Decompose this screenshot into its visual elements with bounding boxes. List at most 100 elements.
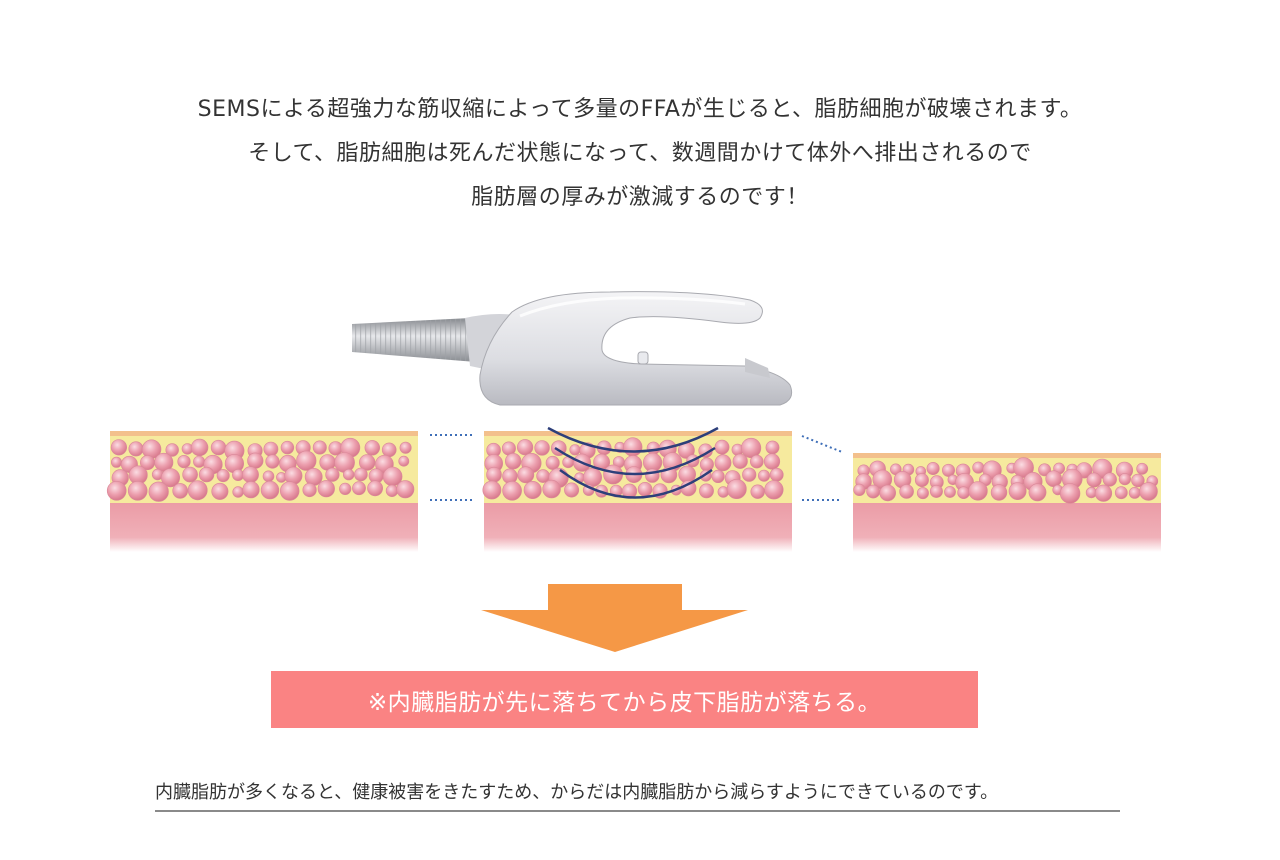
fat-cell [623, 437, 643, 457]
fat-cell [263, 441, 279, 457]
fat-cell [302, 482, 317, 498]
visceral-fat-note-label: ※内臓脂肪が先に落ちてから皮下脂肪が落ちる。 [367, 689, 882, 716]
fat-cell [714, 439, 730, 455]
fat-cell [177, 455, 191, 469]
fat-cell [941, 463, 955, 477]
fat-cell [172, 483, 188, 499]
fat-cell [354, 467, 368, 482]
fat-cell [381, 442, 397, 458]
fat-cell [210, 439, 227, 456]
fat-cell [536, 469, 550, 483]
fat-cell [398, 455, 410, 467]
fat-panel-sems [482, 431, 792, 552]
fat-cell [637, 481, 653, 497]
intro-line-1: SEMSによる超強力な筋収縮によって多量のFFAが生じると、脂肪細胞が破壊されま… [197, 97, 1083, 122]
fat-cell [161, 468, 181, 488]
fat-cell [1094, 484, 1113, 502]
fat-cell [111, 456, 123, 468]
fat-cell [517, 466, 535, 484]
muscle-layer [484, 503, 792, 552]
fat-cell [325, 467, 340, 482]
fat-cell [726, 478, 747, 499]
fat-cell [944, 486, 956, 498]
fat-cell [242, 481, 260, 499]
fat-cell [187, 480, 208, 501]
fat-cell [1131, 473, 1145, 488]
fat-cell [603, 464, 624, 485]
fat-cell [866, 484, 881, 499]
fat-cell [545, 455, 560, 470]
fat-cell [740, 437, 762, 459]
fat-cell [1008, 482, 1027, 501]
fat-cell [296, 450, 317, 471]
fat-cell [1038, 463, 1051, 477]
fat-cell [763, 453, 781, 470]
fat-cell [359, 454, 376, 471]
fat-cell [1139, 482, 1158, 501]
fat-cell [352, 481, 366, 496]
fat-cell [182, 466, 198, 483]
fat-cell [749, 454, 764, 469]
fat-cell [262, 470, 275, 483]
fat-cell [106, 480, 127, 501]
intro-text: SEMSによる超強力な筋収縮によって多量のFFAが生じると、脂肪細胞が破壊されま… [0, 88, 1280, 220]
fat-cell [972, 461, 985, 474]
fat-cell [957, 486, 970, 500]
fat-cell [929, 484, 943, 498]
fat-cell [764, 480, 784, 500]
fat-cell [742, 467, 757, 482]
fat-cell [128, 441, 144, 457]
fat-cell [148, 481, 169, 502]
fat-cell [242, 466, 259, 484]
fat-cell [502, 480, 522, 501]
fat-cell [914, 473, 929, 488]
fat-cell [714, 454, 732, 472]
fat-cell [516, 439, 534, 456]
fat-cell [216, 469, 230, 483]
fat-cell [853, 483, 866, 497]
fat-cell [505, 453, 522, 470]
fat-cell [926, 461, 940, 475]
fat-cell [711, 469, 725, 484]
fat-cell [312, 440, 327, 455]
ems-wave-lines [547, 426, 719, 499]
fat-cell [232, 486, 244, 498]
fat-cell [486, 466, 502, 483]
fat-cell [304, 467, 323, 486]
fat-cell [534, 440, 550, 456]
fat-cells [106, 437, 415, 502]
fat-cell [1086, 472, 1102, 488]
fat-cell [110, 439, 127, 456]
fat-cell [211, 482, 229, 500]
fat-cell [990, 484, 1008, 501]
fat-cell [879, 484, 897, 502]
fat-cell [190, 438, 209, 457]
fat-cell [542, 479, 561, 499]
fat-cell [364, 440, 380, 456]
fat-cell [757, 469, 770, 482]
fat-cell [1114, 486, 1128, 500]
fat-cell [247, 452, 264, 469]
fat-cell [232, 468, 245, 481]
fat-cell [396, 480, 415, 499]
fat-panel-after [853, 453, 1161, 552]
fat-cell [193, 455, 206, 468]
fat-cell [280, 440, 295, 455]
fat-cell [339, 482, 352, 496]
fat-cell [334, 452, 355, 473]
fat-cell [385, 484, 399, 497]
muscle-layer [853, 503, 1161, 552]
fat-cell [1028, 483, 1047, 502]
fat-cell [198, 466, 215, 483]
fat-cell [165, 443, 179, 457]
fat-cell [1045, 470, 1062, 488]
fat-cell [968, 481, 988, 501]
fat-cell [328, 441, 343, 456]
fat-cell [399, 441, 412, 454]
dotted-connectors [430, 434, 843, 501]
down-arrow-icon [481, 584, 748, 652]
fat-cell [482, 480, 502, 500]
skin-surface [853, 453, 1161, 458]
fat-cell [916, 487, 929, 500]
